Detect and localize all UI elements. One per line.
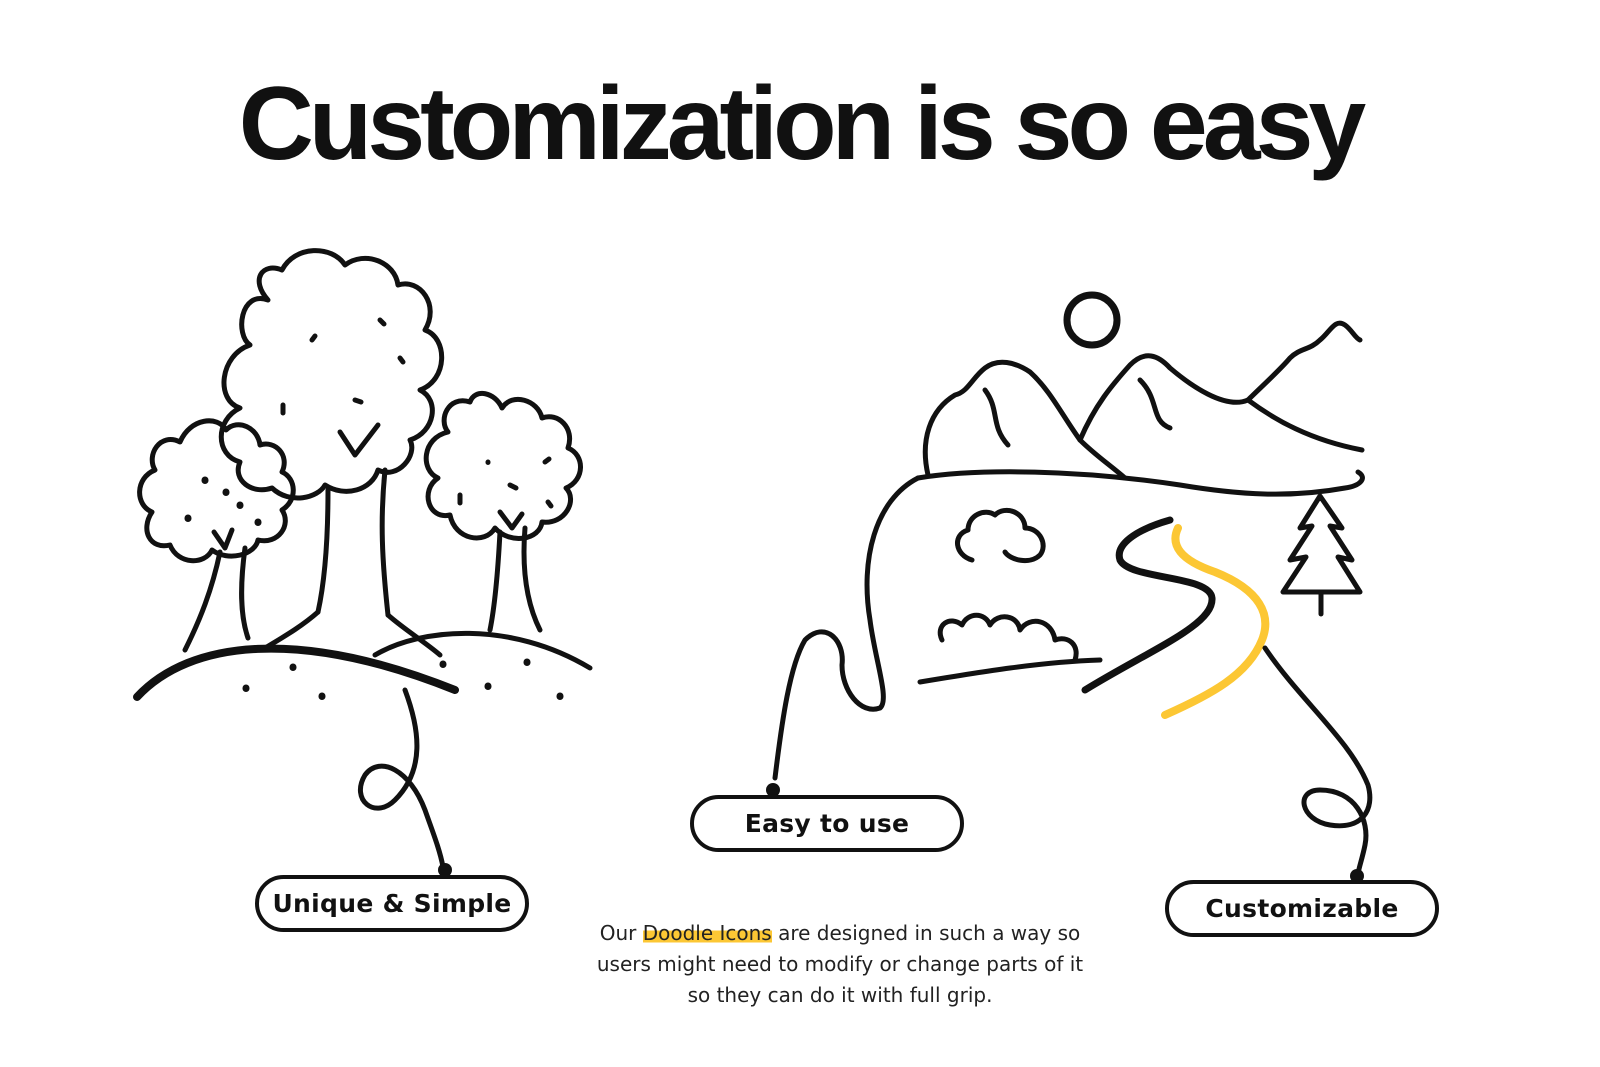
far-ridge xyxy=(1245,320,1363,403)
page-title: Customization is so easy xyxy=(0,62,1600,187)
custom-connector-dot xyxy=(1350,869,1364,883)
mountains xyxy=(922,353,1251,478)
hill-dots xyxy=(242,658,564,700)
big-trunk xyxy=(315,467,391,618)
big-canopy xyxy=(218,248,445,501)
river-bank xyxy=(1081,516,1216,694)
customizable-text: Customizable xyxy=(1205,894,1399,923)
bush-upper xyxy=(955,508,1046,564)
description-end: are designed in such a way so users migh… xyxy=(596,921,1084,1007)
bush-lower xyxy=(937,612,1079,663)
easy-connector-dot xyxy=(766,783,780,797)
left-branch xyxy=(211,527,235,551)
left-trunk xyxy=(182,545,251,653)
easy-to-use-label: Easy to use xyxy=(690,795,964,852)
sun-icon xyxy=(1063,291,1121,349)
back-slope xyxy=(1245,397,1365,453)
right-branch xyxy=(497,509,525,531)
description-start: Our xyxy=(599,921,643,945)
customizable-label: Customizable xyxy=(1165,880,1439,937)
big-branch xyxy=(337,422,381,458)
trees-doodle-icon xyxy=(133,248,593,877)
right-canopy xyxy=(423,391,583,541)
unique-simple-text: Unique & Simple xyxy=(272,889,512,918)
right-canopy-dots xyxy=(457,456,554,509)
left-canopy xyxy=(137,418,296,564)
title-highlight: Customization xyxy=(239,62,895,187)
unique-connector-dot xyxy=(438,863,452,877)
easy-to-use-text: Easy to use xyxy=(744,809,910,838)
description-highlight: Doodle Icons xyxy=(642,921,772,945)
unique-simple-label: Unique & Simple xyxy=(255,875,529,932)
title-rest: is so easy xyxy=(890,66,1366,182)
right-hill xyxy=(372,630,593,671)
unique-connector-line xyxy=(357,687,446,870)
horizon xyxy=(915,469,1365,497)
landscape-doodle-icon xyxy=(766,291,1373,883)
left-hill xyxy=(133,644,459,701)
yellow-river xyxy=(1161,524,1270,719)
right-trunk xyxy=(487,525,543,633)
left-canopy-dots xyxy=(184,476,262,526)
pine-tree-icon xyxy=(1280,493,1363,595)
river-bottom xyxy=(917,657,1103,685)
description-text: Our Doodle Icons are designed in such a … xyxy=(590,918,1090,1011)
easy-connector-line xyxy=(772,475,921,781)
mountain-details xyxy=(982,377,1173,481)
custom-connector-line xyxy=(1262,645,1373,878)
big-canopy-dots xyxy=(280,317,406,416)
